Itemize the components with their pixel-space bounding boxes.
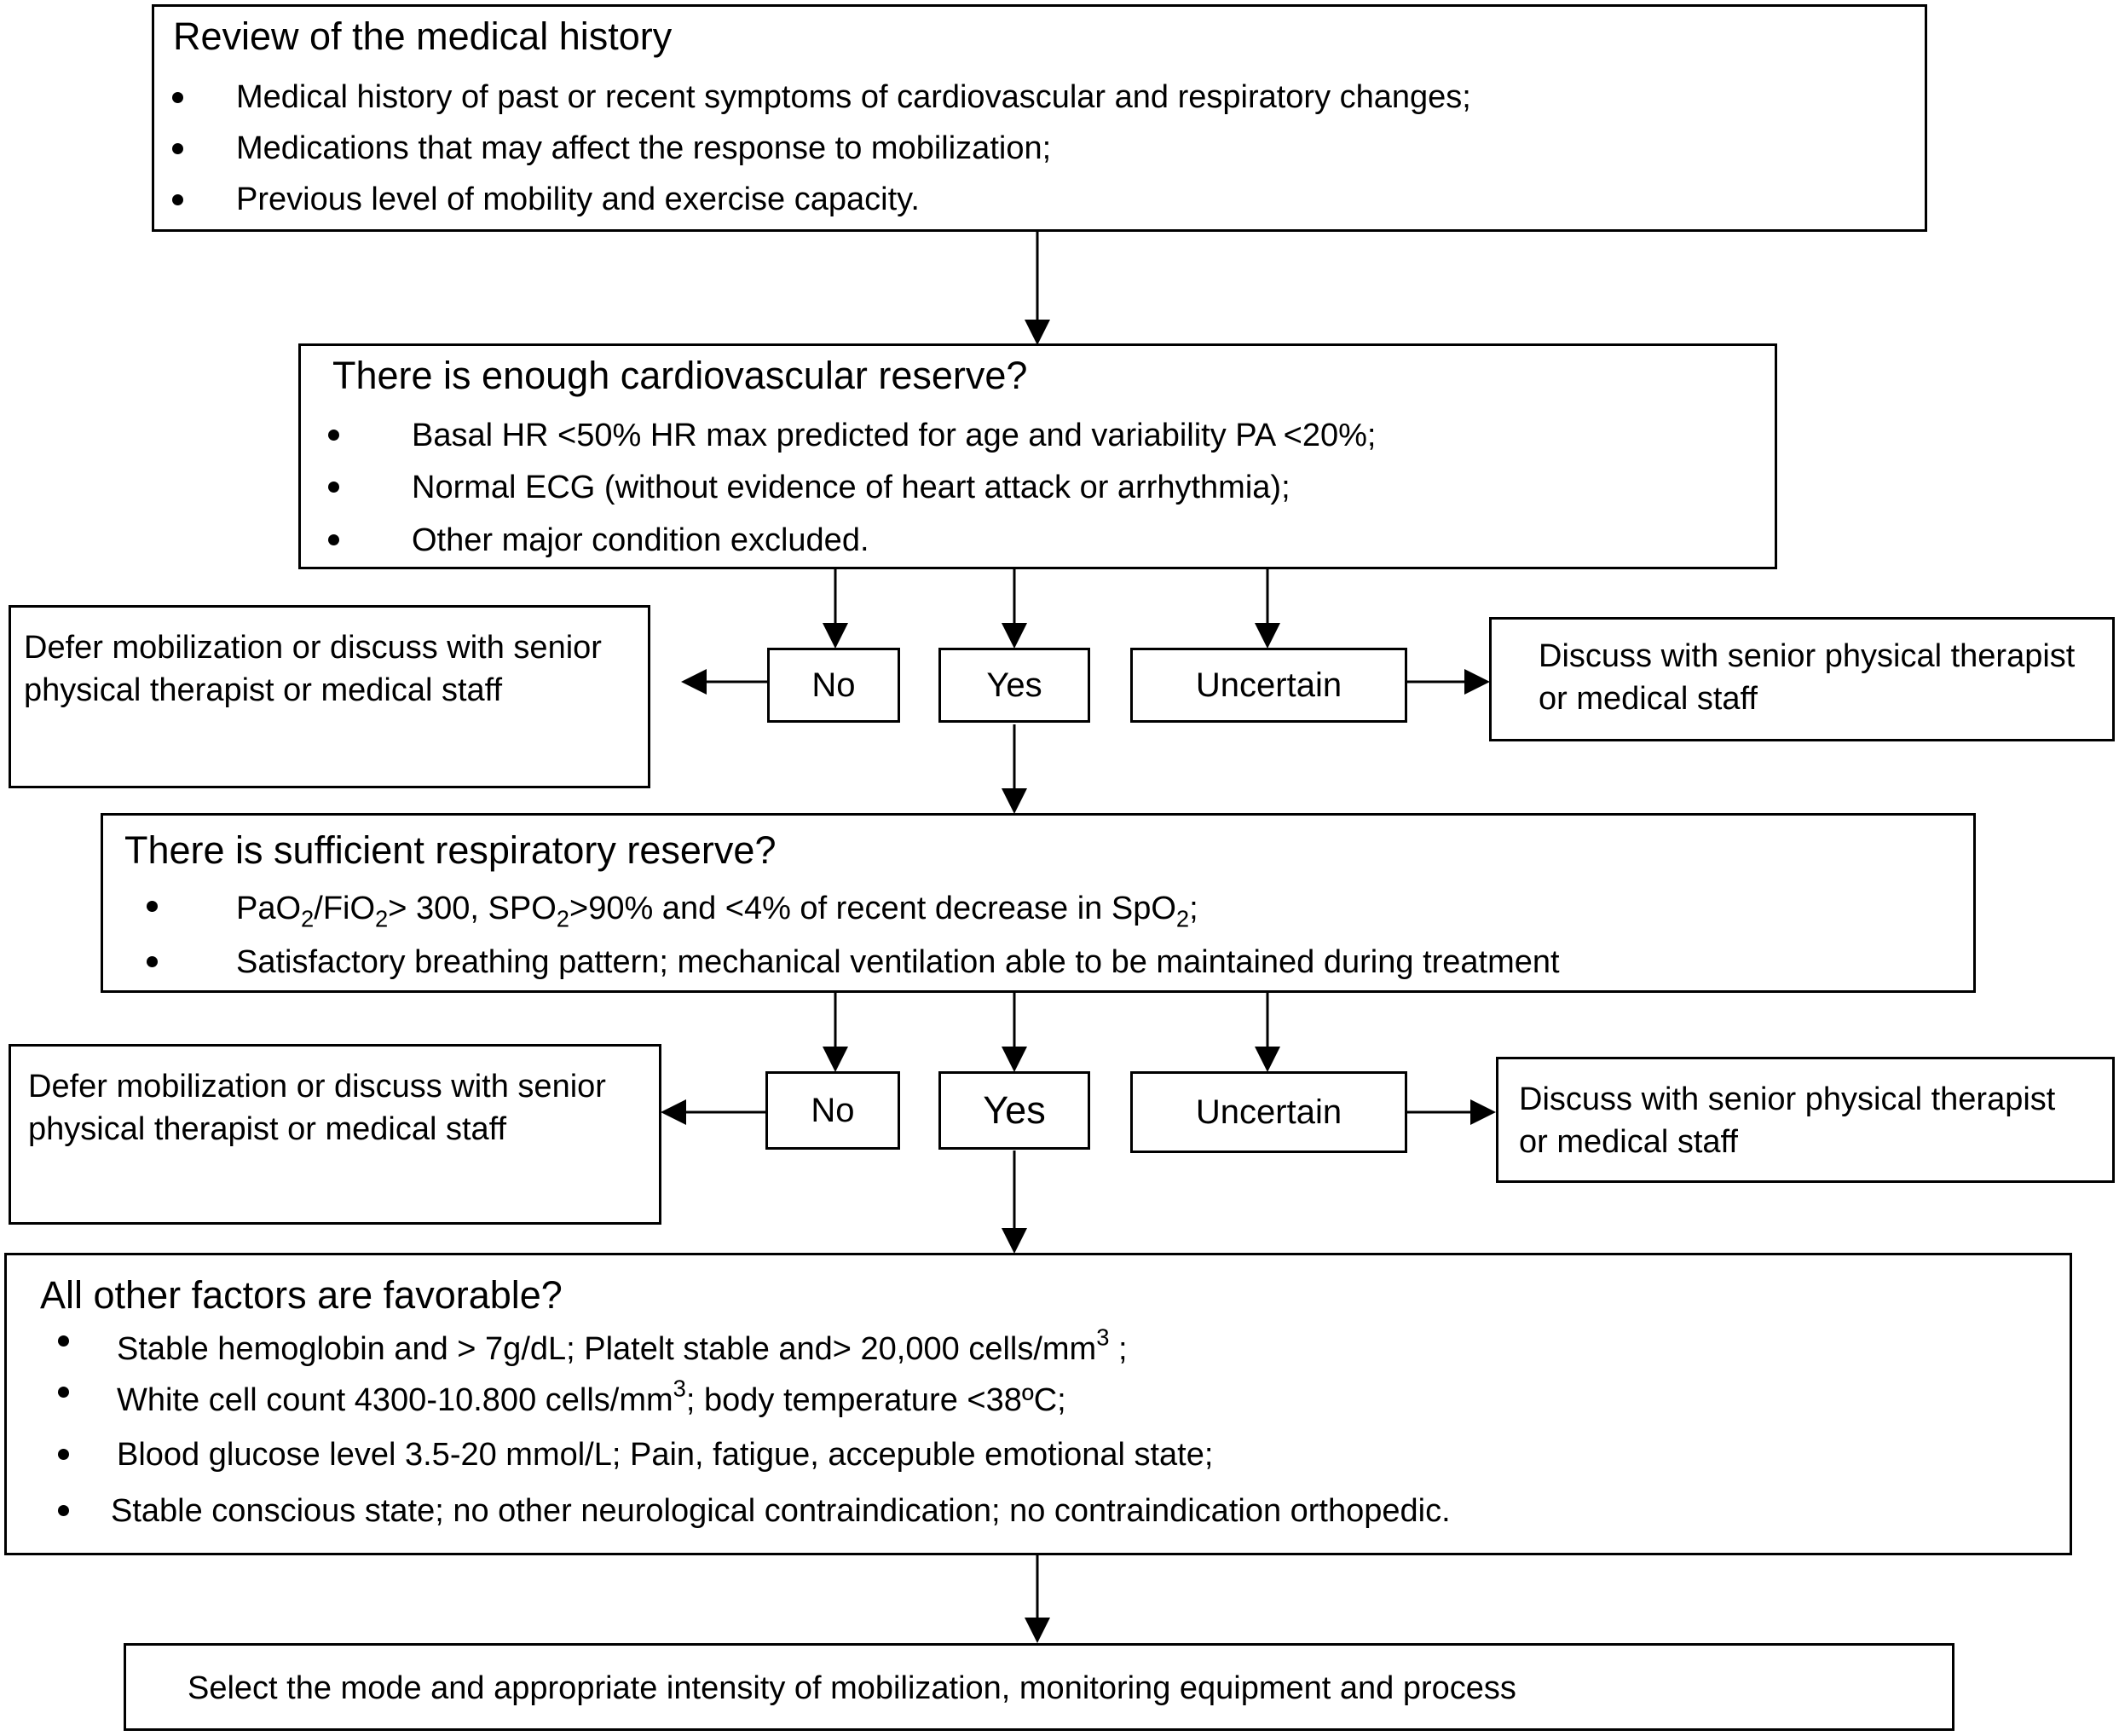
other-item-2: White cell count 4300-10.800 cells/mm3; … — [117, 1375, 1066, 1418]
bullet-icon — [58, 1505, 69, 1516]
resp-discuss-text: Discuss with senior physical therapist o… — [1519, 1081, 2056, 1160]
other-title: All other factors are favorable? — [40, 1273, 563, 1317]
cardio-discuss-box — [1489, 617, 2115, 741]
final-text: Select the mode and appropriate intensit… — [188, 1670, 1516, 1706]
cardio-item-1: Basal HR <50% HR max predicted for age a… — [412, 418, 1377, 453]
cardio-defer-text: Defer mobilization or discuss with senio… — [24, 630, 602, 708]
history-title: Review of the medical history — [173, 14, 673, 58]
other-box — [4, 1253, 2072, 1555]
resp-title: There is sufficient respiratory reserve? — [124, 828, 777, 872]
bullet-icon — [147, 956, 158, 967]
bullet-icon — [328, 482, 339, 493]
cardio-discuss-text: Discuss with senior physical therapist o… — [1539, 638, 2076, 717]
history-box — [152, 4, 1927, 232]
bullet-icon — [328, 534, 339, 545]
resp-yes-option: Yes — [938, 1071, 1090, 1150]
cardio-no-option: No — [767, 648, 900, 723]
bullet-icon — [58, 1335, 69, 1347]
history-item-1: Medical history of past or recent sympto… — [236, 79, 1471, 115]
other-item-4: Stable conscious state; no other neurolo… — [111, 1493, 1451, 1529]
cardio-defer-box — [9, 605, 650, 788]
cardio-box — [298, 343, 1777, 569]
bullet-icon — [172, 92, 183, 103]
bullet-icon — [172, 143, 183, 154]
resp-defer-text: Defer mobilization or discuss with senio… — [28, 1069, 606, 1147]
resp-defer-box — [9, 1044, 661, 1225]
history-item-3: Previous level of mobility and exercise … — [236, 182, 920, 217]
resp-item-2: Satisfactory breathing pattern; mechanic… — [236, 944, 1560, 980]
resp-discuss-box — [1496, 1057, 2115, 1183]
bullet-icon — [172, 194, 183, 205]
cardio-uncertain-option: Uncertain — [1130, 648, 1407, 723]
other-item-3: Blood glucose level 3.5-20 mmol/L; Pain,… — [117, 1437, 1214, 1473]
bullet-icon — [58, 1449, 69, 1460]
cardio-title: There is enough cardiovascular reserve? — [332, 354, 1028, 397]
resp-item-1: PaO2/FiO2> 300, SPO2>90% and <4% of rece… — [236, 891, 1198, 932]
resp-box — [101, 813, 1976, 993]
resp-uncertain-option: Uncertain — [1130, 1071, 1407, 1153]
bullet-icon — [328, 430, 339, 441]
resp-no-option: No — [765, 1071, 900, 1150]
final-box — [124, 1643, 1954, 1731]
history-item-2: Medications that may affect the response… — [236, 130, 1052, 166]
other-item-1: Stable hemoglobin and > 7g/dL; Platelt s… — [117, 1324, 1128, 1367]
bullet-icon — [58, 1387, 69, 1398]
cardio-item-2: Normal ECG (without evidence of heart at… — [412, 470, 1290, 505]
cardio-yes-option: Yes — [938, 648, 1090, 723]
cardio-item-3: Other major condition excluded. — [412, 522, 869, 558]
bullet-icon — [147, 901, 158, 912]
